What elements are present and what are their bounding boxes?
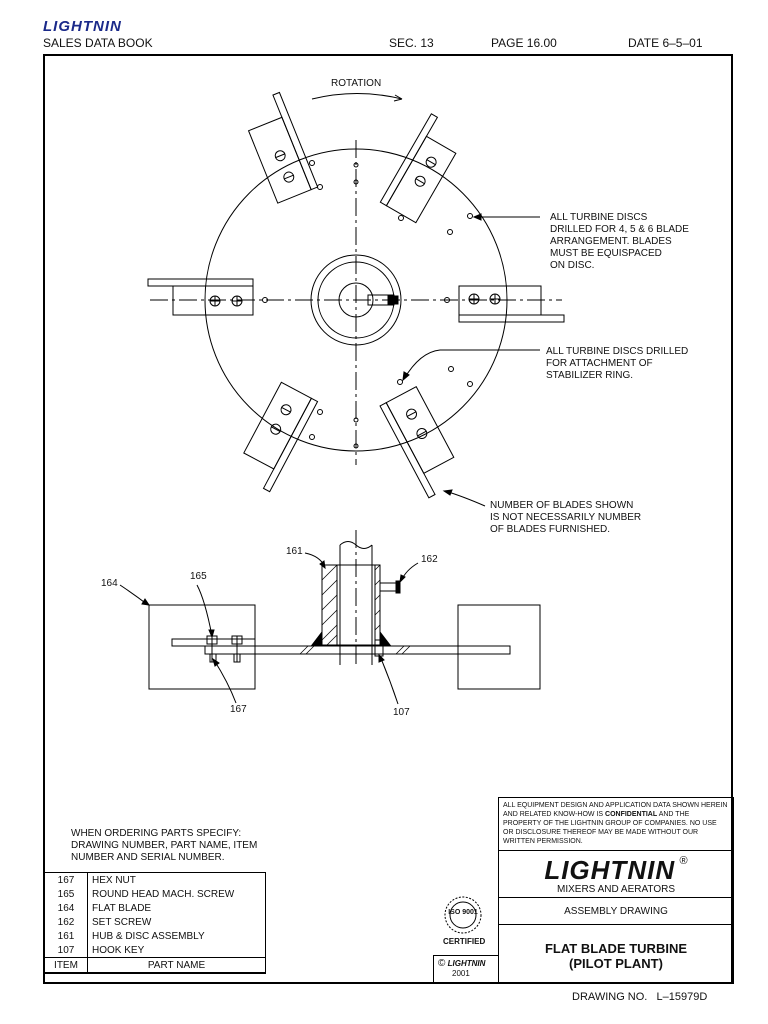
callout-164: 164 xyxy=(101,578,118,589)
part-name: HOOK KEY xyxy=(87,943,266,958)
drawing-type: ASSEMBLY DRAWING xyxy=(564,906,668,917)
part-name: HEX NUT xyxy=(87,872,266,887)
drawing-type-block: ASSEMBLY DRAWING xyxy=(498,897,734,925)
part-name: SET SCREW xyxy=(87,915,266,929)
copyright-box: © LIGHTNIN 2001 xyxy=(433,955,499,984)
blade-bottom-left xyxy=(243,381,313,470)
callout-162: 162 xyxy=(421,554,438,565)
certified-label: CERTIFIED xyxy=(443,937,486,946)
part-name: FLAT BLADE xyxy=(87,901,266,915)
title-block-main: FLAT BLADE TURBINE (PILOT PLANT) xyxy=(498,924,734,984)
hub-side xyxy=(321,564,381,646)
copyright-symbol: © xyxy=(438,958,446,969)
part-item-number: 161 xyxy=(44,929,88,943)
drawing-number: DRAWING NO. L–15979D xyxy=(572,991,708,1003)
iso-seal xyxy=(444,896,482,934)
callout-165: 165 xyxy=(190,571,207,582)
confidential-notice: ALL EQUIPMENT DESIGN AND APPLICATION DAT… xyxy=(498,797,734,851)
title-logo: LIGHTNIN xyxy=(544,855,676,885)
rotation-label: ROTATION xyxy=(331,78,382,89)
note-blades-shown: NUMBER OF BLADES SHOWN IS NOT NECESSARIL… xyxy=(490,500,642,535)
iso-label: ISO 9001 xyxy=(448,909,478,916)
part-item-number: 107 xyxy=(44,943,88,958)
part-item-number: 164 xyxy=(44,901,88,915)
callout-161: 161 xyxy=(286,546,303,557)
copyright-year: 2001 xyxy=(452,969,470,978)
header-logo: LIGHTNIN xyxy=(43,18,122,35)
part-name: HUB & DISC ASSEMBLY xyxy=(87,929,266,943)
tagline: MIXERS AND AERATORS xyxy=(557,884,675,895)
header-date: DATE 6–5–01 xyxy=(628,36,703,50)
header-book: SALES DATA BOOK xyxy=(43,36,153,50)
registered-mark: ® xyxy=(679,855,688,867)
logo-block: LIGHTNIN ® MIXERS AND AERATORS xyxy=(498,850,734,898)
rotation-arrow xyxy=(311,93,403,100)
blade-top-right xyxy=(385,135,457,224)
copyright-name: LIGHTNIN xyxy=(447,959,486,968)
note-discs-drilled: ALL TURBINE DISCS DRILLED FOR 4, 5 & 6 B… xyxy=(550,212,689,271)
header-part-name: PART NAME xyxy=(87,957,266,974)
disc-side xyxy=(204,645,511,655)
blade-top-left xyxy=(247,116,312,204)
confidential-bold: CONFIDENTIAL xyxy=(605,811,658,818)
header-page: PAGE 16.00 xyxy=(491,36,557,50)
flat-blade-right-side xyxy=(457,604,541,690)
header-section: SEC. 13 xyxy=(389,36,434,50)
flat-blade-left-side xyxy=(148,604,256,690)
part-item-number: 165 xyxy=(44,887,88,901)
callout-167: 167 xyxy=(230,704,247,715)
confidential-text-b: AND THE PROPERTY OF THE LIGHTNIN GROUP O… xyxy=(503,811,717,845)
callout-107: 107 xyxy=(393,707,410,718)
note-stabilizer: ALL TURBINE DISCS DRILLED FOR ATTACHMENT… xyxy=(546,346,689,381)
drawing-frame xyxy=(43,54,733,984)
blade-bottom-right xyxy=(385,386,455,474)
part-item-number: 167 xyxy=(44,872,88,887)
ordering-note: WHEN ORDERING PARTS SPECIFY: DRAWING NUM… xyxy=(71,828,258,863)
confidential-text-a: ALL EQUIPMENT DESIGN AND APPLICATION DAT… xyxy=(503,802,728,818)
title-line-2: (PILOT PLANT) xyxy=(569,956,663,971)
header-item: ITEM xyxy=(44,957,88,974)
part-item-number: 162 xyxy=(44,915,88,929)
title-line-1: FLAT BLADE TURBINE xyxy=(544,941,688,956)
part-name: ROUND HEAD MACH. SCREW xyxy=(87,887,266,901)
